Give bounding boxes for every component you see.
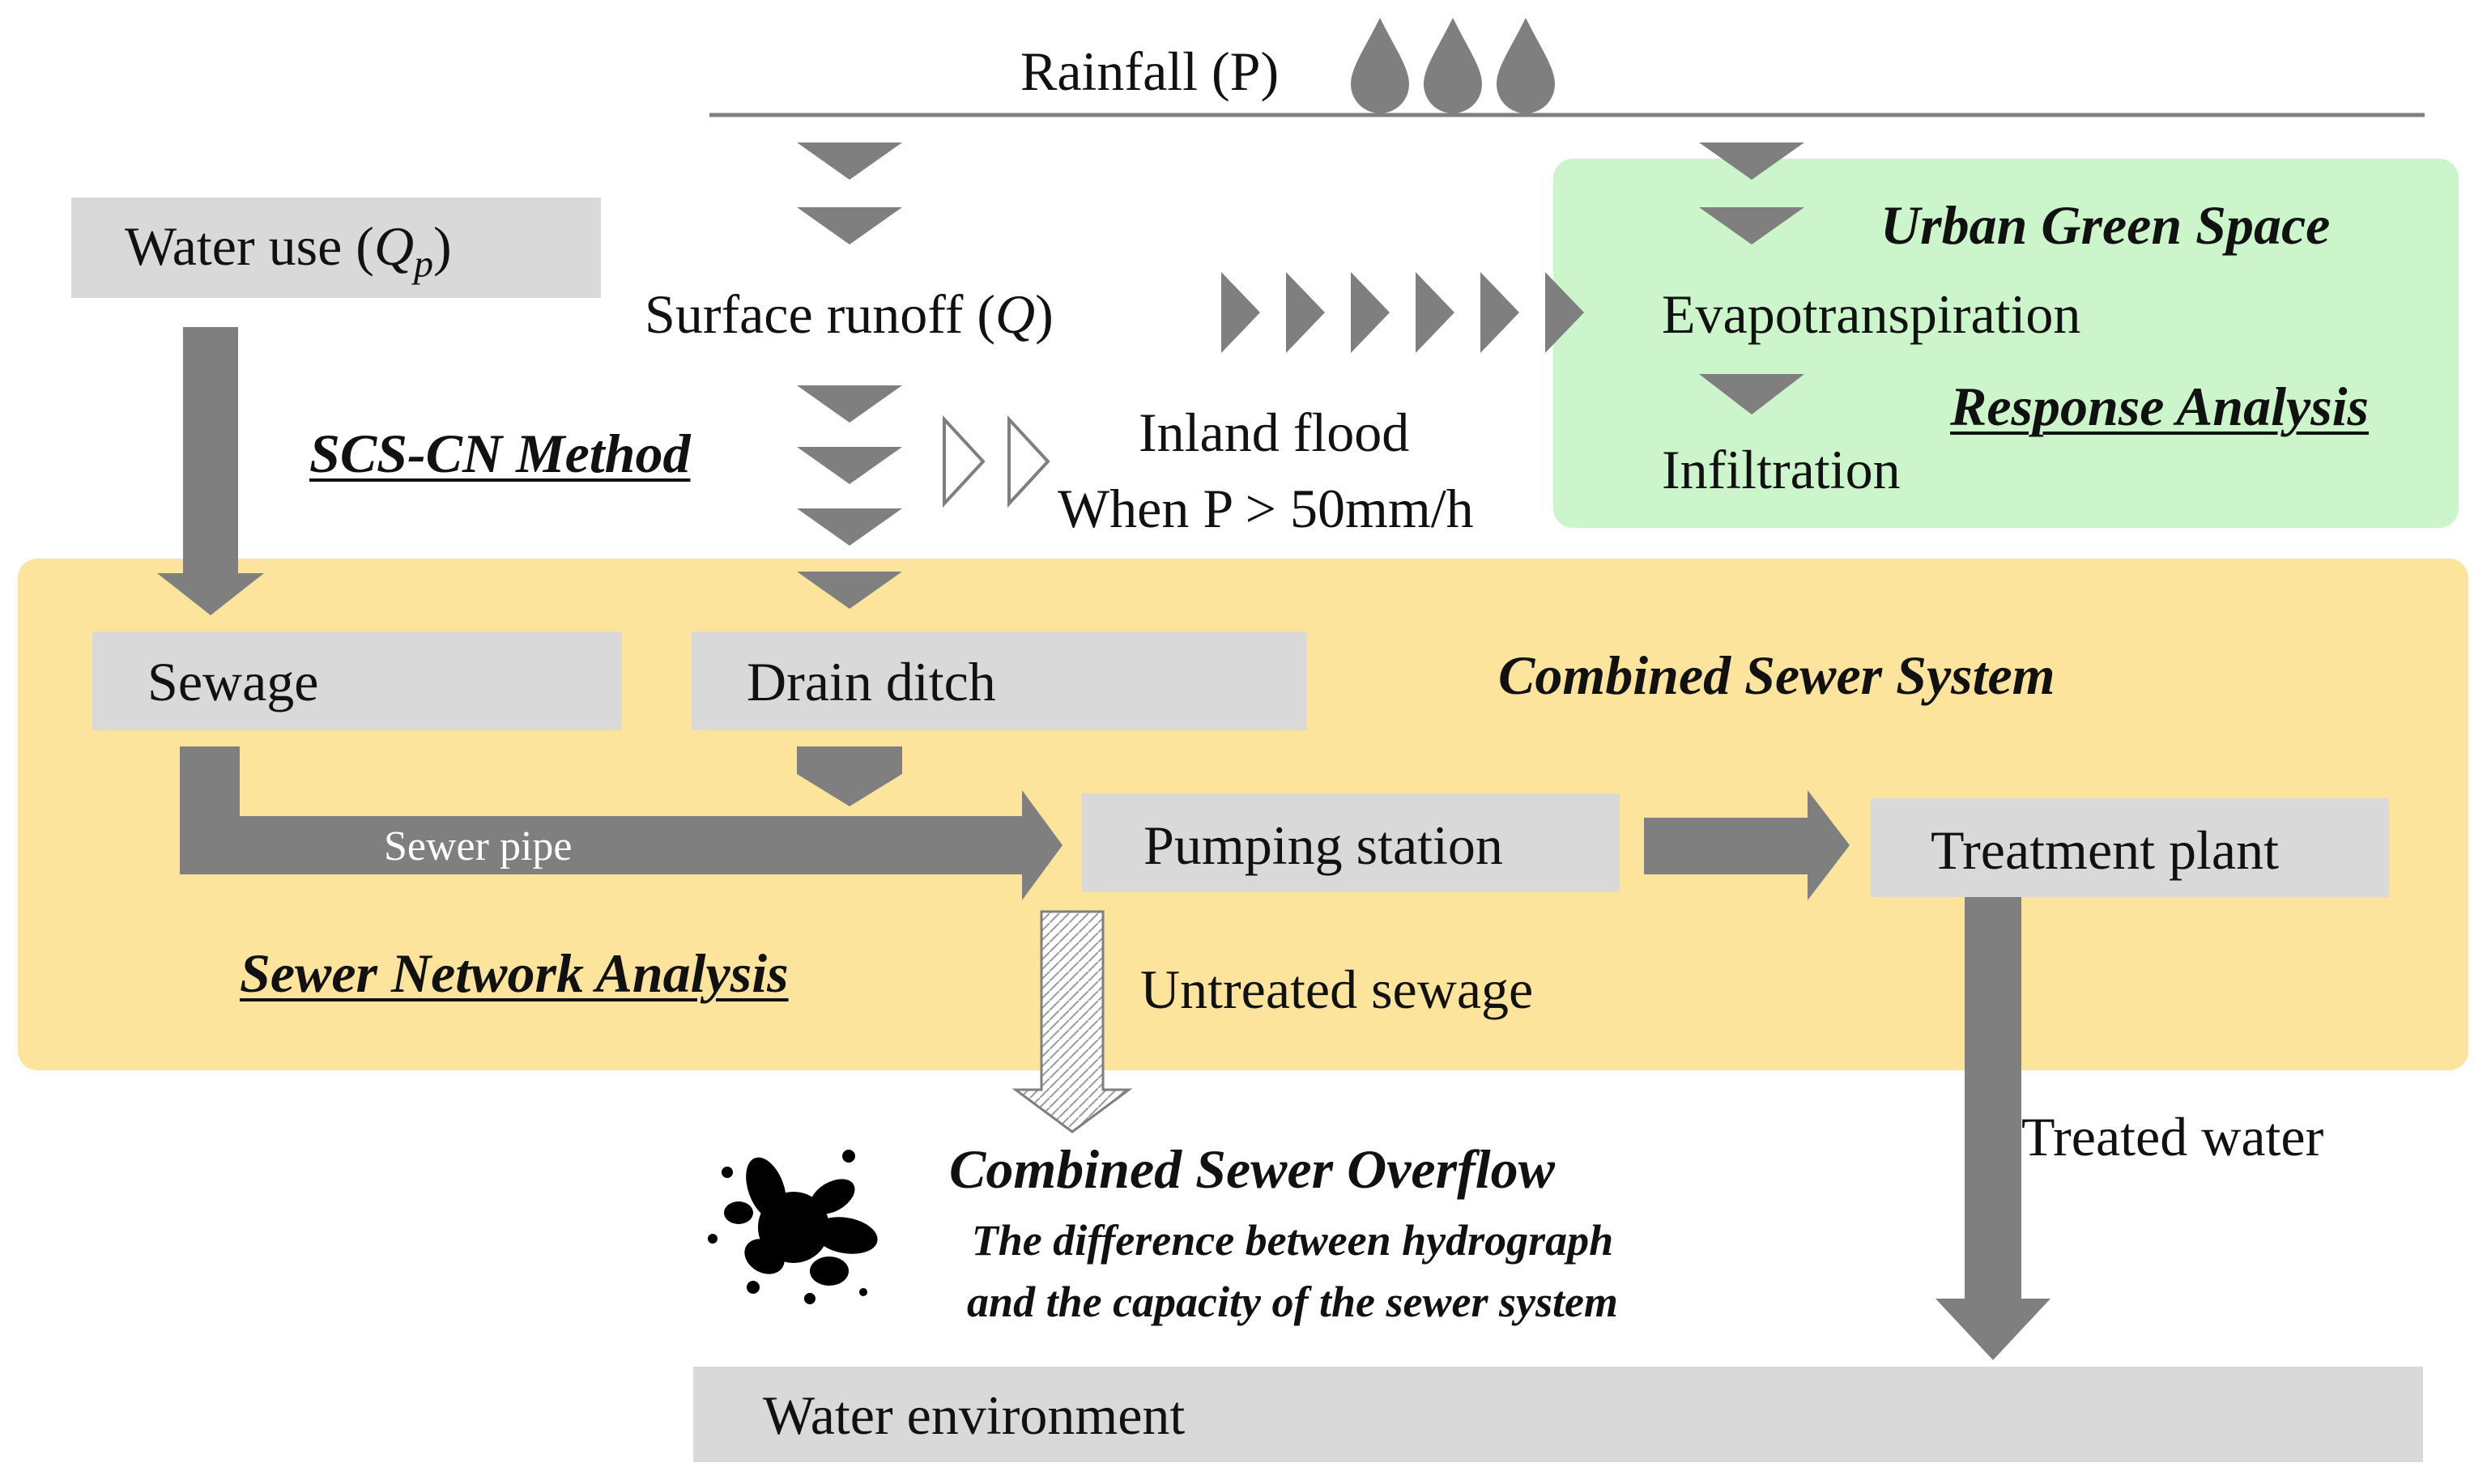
- surface-runoff-text: Surface runoff (: [645, 283, 996, 345]
- treatment-plant-box: [1871, 798, 2389, 897]
- treated-water-label: Treated water: [2021, 1106, 2324, 1167]
- evapo-to-infiltration-chevron: [1699, 374, 1804, 415]
- green-space-zone: [1553, 159, 2459, 528]
- runoff-to-green-chevrons: [1221, 272, 1584, 353]
- scs-cn-method-heading: SCS-CN Method: [309, 423, 691, 484]
- sewer-pipe-arrow: [180, 746, 1063, 900]
- inland-flood-label: Inland flood: [1139, 402, 1410, 463]
- treated-water-arrow: [1936, 897, 2050, 1360]
- water-use-text: Water use (: [125, 215, 374, 277]
- pumping-station-box: [1082, 793, 1620, 892]
- water-use-subscript: p: [414, 242, 434, 286]
- splash-icon: [708, 1150, 878, 1304]
- pump-to-treatment-arrow: [1644, 790, 1850, 900]
- rainfall-label: Rainfall (P): [1020, 40, 1280, 102]
- water-use-symbol: Q: [373, 215, 415, 277]
- water-environment-label: Water environment: [763, 1384, 1186, 1446]
- untreated-sewage-label: Untreated sewage: [1140, 959, 1534, 1020]
- surface-runoff-label: Surface runoff (Q): [645, 287, 1054, 342]
- water-use-close: ): [433, 215, 452, 277]
- sewage-label: Sewage: [147, 651, 319, 712]
- sewer-network-analysis-heading: Sewer Network Analysis: [240, 942, 789, 1004]
- surface-runoff-close: ): [1035, 283, 1054, 345]
- ditch-to-pipe-chevron: [797, 746, 902, 806]
- water-use-to-sewage-arrow: [157, 327, 264, 615]
- evapotranspiration-label: Evapotranspiration: [1662, 283, 2081, 345]
- raindrop-icon: [1351, 18, 1555, 113]
- rain-to-runoff-chevrons: [797, 142, 902, 244]
- pumping-station-label: Pumping station: [1143, 814, 1503, 876]
- combined-sewer-overflow-title: Combined Sewer Overflow: [949, 1138, 1555, 1200]
- inland-flood-condition: When P > 50mm/h: [1058, 478, 1474, 539]
- sewer-pipe-label: Sewer pipe: [384, 823, 573, 870]
- combined-sewer-system-title: Combined Sewer System: [1498, 644, 2055, 706]
- infiltration-label: Infiltration: [1662, 439, 1901, 500]
- water-use-box: [71, 198, 601, 298]
- overflow-description-line1: The difference between hydrograph: [971, 1216, 1614, 1265]
- drain-ditch-box: [692, 631, 1307, 730]
- inland-flood-chevrons: [943, 415, 1050, 508]
- surface-runoff-symbol: Q: [995, 283, 1036, 345]
- water-environment-box: [693, 1367, 2423, 1462]
- treatment-plant-label: Treatment plant: [1931, 819, 2279, 881]
- urban-green-space-title: Urban Green Space: [1880, 194, 2331, 256]
- untreated-overflow-arrow: [1011, 910, 1133, 1133]
- drain-ditch-label: Drain ditch: [747, 651, 996, 712]
- rain-to-green-chevrons: [1699, 142, 1804, 244]
- overflow-description-line2: and the capacity of the sewer system: [967, 1278, 1618, 1326]
- sewage-box: [92, 631, 622, 730]
- response-analysis-heading: Response Analysis: [1950, 376, 2370, 437]
- water-use-label: Water use (Qp): [125, 219, 452, 284]
- runoff-to-ditch-chevrons: [797, 385, 902, 609]
